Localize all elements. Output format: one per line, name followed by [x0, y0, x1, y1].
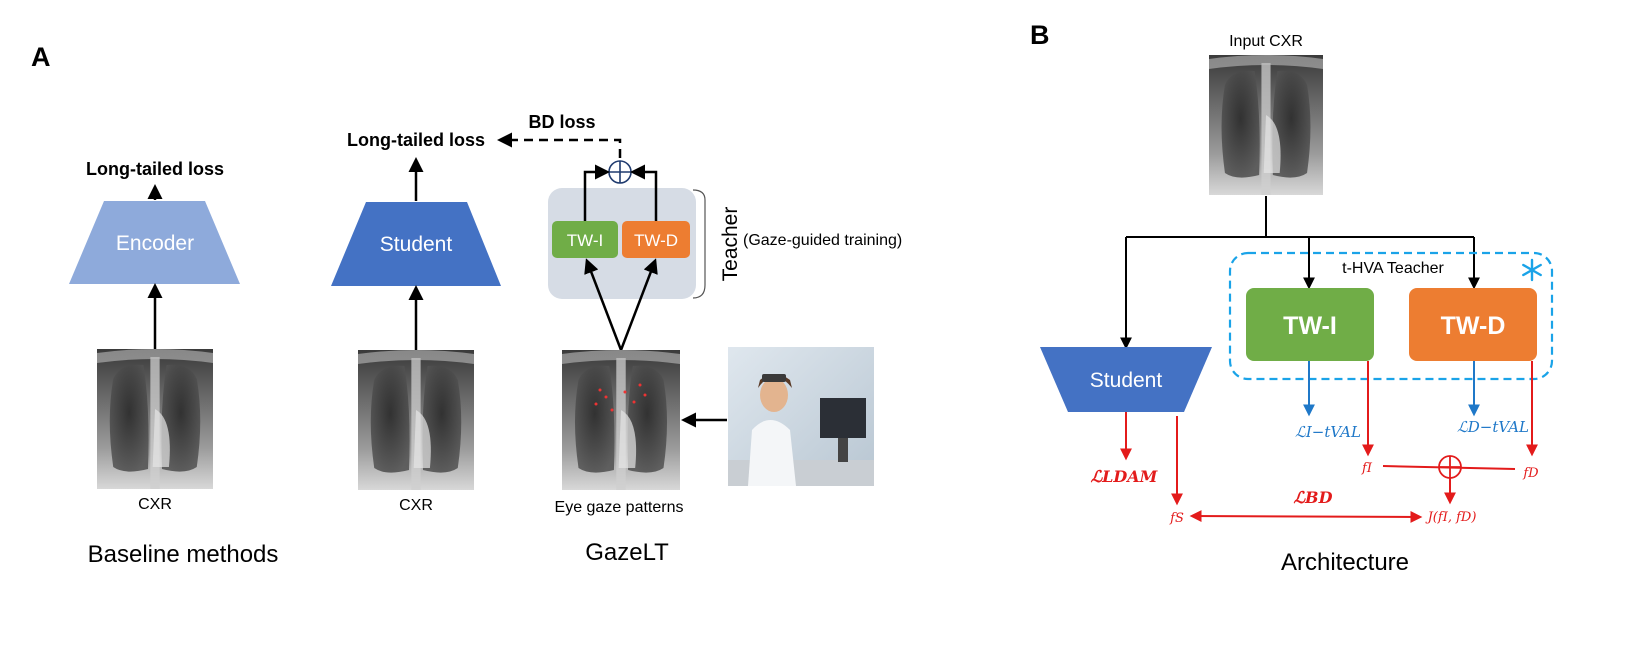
gazelt-caption: GazeLT	[585, 539, 669, 566]
gaze-dots	[594, 383, 647, 412]
tw-d-to-sum-arrow	[630, 164, 658, 221]
bd-double-arrow	[1189, 510, 1423, 523]
teacher-box-b	[1228, 251, 1554, 381]
tw-d-label-b: TW-D	[1441, 312, 1506, 340]
teacher-label-a: Teacher	[719, 207, 742, 282]
gaze-training-label: (Gaze-guided training)	[743, 232, 902, 249]
encoder-block	[69, 201, 240, 284]
baseline-loss-label: Long-tailed loss	[86, 159, 224, 179]
f-s-label: fS	[1169, 511, 1184, 526]
teacher-bracket	[692, 189, 706, 299]
input-cxr-image	[1209, 55, 1323, 195]
tw-i-to-sum-arrow	[583, 164, 610, 221]
gaze-image-label: Eye gaze patterns	[555, 499, 684, 516]
gazelt-loss-label: Long-tailed loss	[347, 130, 485, 150]
tw-i-label-a: TW-I	[567, 231, 604, 250]
student-block-a	[331, 202, 501, 286]
j-label: J(fI, fD)	[1425, 510, 1477, 525]
tw-d-label-a: TW-D	[634, 231, 678, 250]
architecture-caption: Architecture	[1281, 549, 1409, 576]
panel-b-letter: B	[1030, 20, 1050, 50]
student-label-a: Student	[380, 233, 453, 256]
f-i-label: fI	[1361, 461, 1373, 476]
loss-d-tval: ℒD−tVAL	[1457, 418, 1529, 436]
gaze-pattern-image	[562, 350, 680, 490]
radiologist-photo	[728, 347, 874, 486]
gaze-to-tw-i-arrow	[584, 258, 623, 351]
tw-d-block-a	[622, 221, 690, 258]
loss-ldam: ℒLDAM	[1091, 467, 1159, 486]
input-cxr-label: Input CXR	[1229, 33, 1303, 50]
tw-i-block-b	[1246, 288, 1374, 361]
panel-a-letter: A	[31, 42, 51, 72]
bd-loss-label: BD loss	[528, 112, 595, 132]
loss-i-tval: ℒI−tVAL	[1295, 423, 1361, 441]
snowflake-icon	[1522, 258, 1542, 282]
loss-bd: ℒBD	[1294, 488, 1333, 507]
gazelt-cxr-image	[358, 350, 474, 490]
tw-i-label-b: TW-I	[1283, 312, 1337, 340]
bd-loss-dashed-arrow	[497, 132, 622, 158]
baseline-cxr-label: CXR	[138, 496, 172, 513]
gazelt-cxr-label: CXR	[399, 497, 433, 514]
tw-i-block-a	[552, 221, 618, 258]
tw-d-block-b	[1409, 288, 1537, 361]
student-block-b	[1040, 347, 1212, 412]
student-label-b: Student	[1090, 369, 1163, 392]
f-d-label: fD	[1522, 466, 1539, 481]
baseline-cxr-image	[97, 349, 213, 489]
gaze-to-tw-d-arrow	[619, 258, 658, 351]
baseline-caption: Baseline methods	[88, 541, 279, 568]
encoder-label: Encoder	[116, 232, 194, 255]
teacher-label-b: t-HVA Teacher	[1342, 260, 1444, 277]
